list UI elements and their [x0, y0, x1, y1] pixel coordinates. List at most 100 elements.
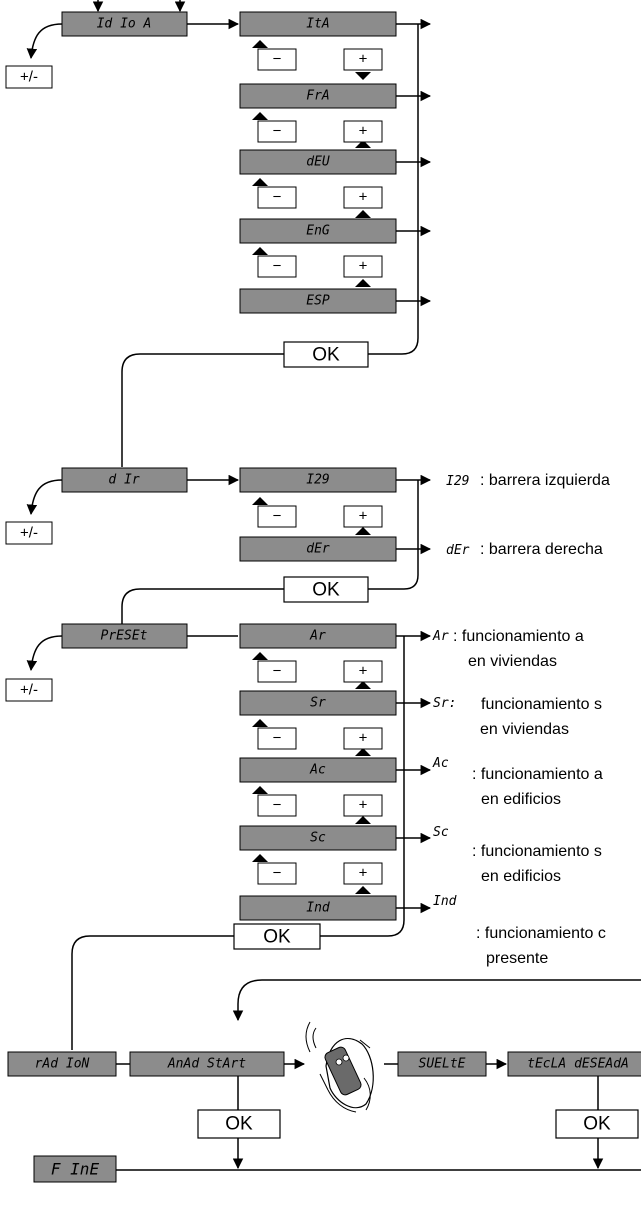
preset-desc-code: Sc	[433, 825, 449, 840]
preset-option-sc[interactable]: Sc	[239, 825, 397, 851]
plusminus-label: +/-	[20, 682, 38, 699]
ok-button[interactable]	[233, 923, 321, 950]
stepper-row: − +	[252, 40, 383, 80]
plus-label: +	[359, 730, 368, 747]
idioma-option-ita[interactable]: ItA	[239, 11, 397, 37]
idioma-option-fra[interactable]: FrA	[239, 83, 397, 109]
bus-curve	[368, 337, 419, 355]
preset-stepper-buttons: − + − + − + − +	[252, 652, 383, 894]
minus-button[interactable]	[257, 48, 297, 71]
minus-label: −	[273, 730, 282, 747]
radio-step-start[interactable]	[129, 1051, 285, 1077]
dir-section: d Ir +/- I29 dEr − + OK I29 : barrera iz…	[5, 380, 610, 624]
ok-label: OK	[263, 927, 291, 948]
radio-step-release[interactable]	[397, 1051, 487, 1077]
preset-desc-line: : funcionamiento a	[453, 628, 584, 645]
idioma-option-deu[interactable]: dEU	[239, 149, 397, 175]
preset-display[interactable]	[61, 623, 188, 649]
minus-button[interactable]	[257, 862, 297, 885]
preset-option-ind[interactable]: Ind	[239, 895, 397, 921]
plus-button[interactable]	[343, 794, 383, 817]
preset-desc-line: : funcionamiento a	[472, 766, 603, 783]
remote-control-icon	[305, 1021, 374, 1113]
minus-button[interactable]	[257, 727, 297, 750]
plus-label: +	[359, 508, 368, 525]
minus-button[interactable]	[257, 505, 297, 528]
minus-label: −	[273, 663, 282, 680]
idioma-option-esp[interactable]: ESP	[239, 288, 397, 314]
plus-button[interactable]	[343, 255, 383, 278]
plus-button[interactable]	[343, 862, 383, 885]
radio-section: rAd IoN AnAd StArt SUELtE tEcLA dESEAdA …	[7, 979, 641, 1170]
minus-label: −	[273, 865, 282, 882]
back-arrow	[26, 479, 63, 516]
plus-button[interactable]	[343, 660, 383, 683]
minus-label: −	[273, 123, 282, 140]
minus-label: −	[273, 508, 282, 525]
minus-button[interactable]	[257, 120, 297, 143]
preset-label: PrESEt	[101, 629, 148, 644]
dir-desc-code: I29	[446, 474, 469, 489]
plusminus-button[interactable]	[5, 521, 53, 545]
radio-step-key[interactable]	[507, 1051, 641, 1077]
minus-button[interactable]	[257, 255, 297, 278]
option-label: dEr	[306, 542, 330, 557]
back-arrow	[26, 23, 63, 60]
plus-button[interactable]	[343, 727, 383, 750]
radio-display[interactable]	[7, 1051, 117, 1077]
preset-option-ar[interactable]: Ar	[239, 623, 397, 649]
dir-desc-text: : barrera derecha	[480, 541, 603, 558]
preset-option-sr[interactable]: Sr	[239, 690, 397, 716]
fine-section: F InE	[33, 1155, 641, 1183]
ok-button[interactable]	[197, 1109, 281, 1139]
preset-option-ac[interactable]: Ac	[239, 757, 397, 783]
preset-section: PrESEt +/- Ar Sr Ac Sc Ind −	[5, 623, 606, 1050]
plus-label: +	[359, 797, 368, 814]
option-label: FrA	[306, 89, 329, 104]
ok-label: OK	[312, 580, 340, 601]
dir-option-i29[interactable]: I29	[239, 467, 397, 493]
plus-label: +	[359, 51, 368, 68]
preset-desc-code: Ac	[432, 756, 449, 771]
dir-display[interactable]	[61, 467, 188, 493]
dir-option-der[interactable]: dEr	[239, 536, 397, 562]
idioma-stepper-buttons: − + − + − + − +	[252, 40, 383, 287]
plus-button[interactable]	[343, 48, 383, 71]
minus-button[interactable]	[257, 660, 297, 683]
idioma-option-eng[interactable]: EnG	[239, 218, 397, 244]
minus-label: −	[273, 51, 282, 68]
minus-button[interactable]	[257, 186, 297, 209]
preset-desc-line: en viviendas	[468, 653, 557, 670]
preset-desc-line: funcionamiento s	[481, 696, 602, 713]
plus-label: +	[359, 865, 368, 882]
option-label: Sr	[310, 696, 326, 711]
plusminus-button[interactable]	[5, 678, 53, 702]
plus-label: +	[359, 189, 368, 206]
preset-desc-code: Ar	[432, 629, 449, 644]
minus-button[interactable]	[257, 794, 297, 817]
ok-button[interactable]	[555, 1109, 639, 1139]
option-label: Ar	[309, 629, 326, 644]
option-label: I29	[306, 473, 329, 488]
fine-display[interactable]	[33, 1155, 117, 1183]
plus-button[interactable]	[343, 120, 383, 143]
option-label: Ac	[309, 763, 326, 778]
loop-arrow	[232, 979, 641, 1022]
idioma-section: Id Io A +/- ItA FrA dEU EnG ESP	[5, 0, 432, 380]
minus-label: −	[273, 258, 282, 275]
ok-button[interactable]	[283, 341, 369, 368]
fine-label: F InE	[51, 1160, 100, 1179]
plus-button[interactable]	[343, 186, 383, 209]
plusminus-button[interactable]	[5, 65, 53, 89]
radio-label: rAd IoN	[35, 1057, 90, 1072]
option-label: ESP	[306, 294, 330, 309]
idioma-label: Id Io A	[97, 17, 152, 32]
preset-desc-line: en edificios	[481, 791, 561, 808]
option-label: Sc	[310, 831, 326, 846]
plus-button[interactable]	[343, 505, 383, 528]
preset-desc-code: Ind	[433, 894, 457, 909]
plusminus-label: +/-	[20, 525, 38, 542]
option-label: ItA	[306, 17, 329, 32]
dir-desc-text: : barrera izquierda	[480, 472, 610, 489]
